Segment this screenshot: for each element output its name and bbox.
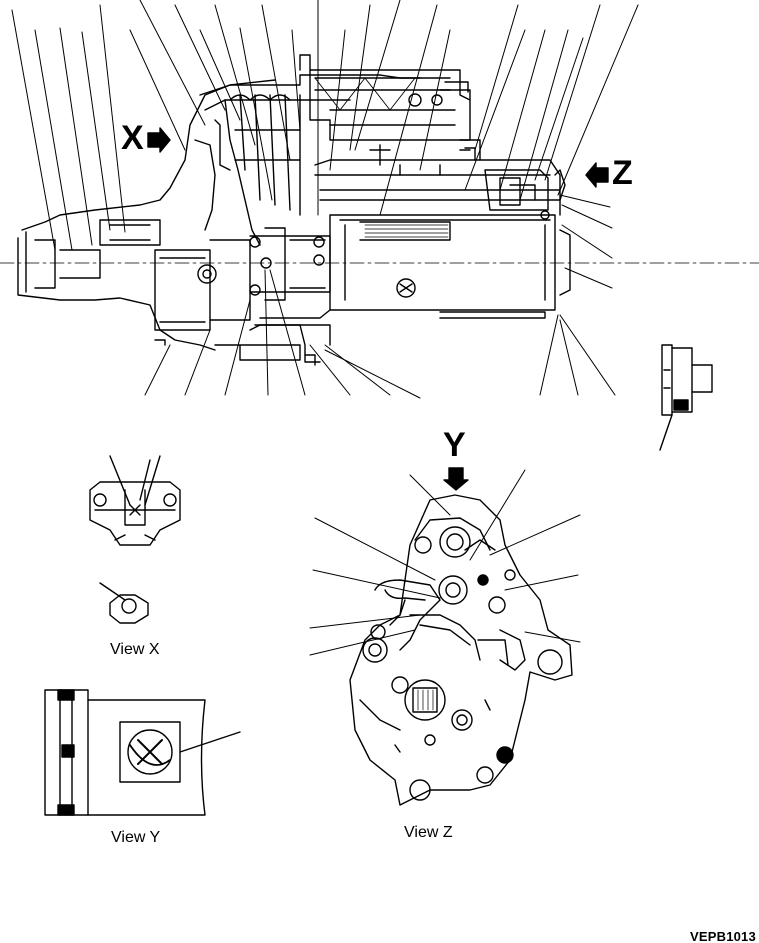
view-x-drawing	[89, 455, 181, 624]
view-y-caption: View Y	[111, 829, 161, 846]
top-leader-lines	[11, 0, 639, 251]
view-y-drawing	[44, 689, 241, 816]
y-arrow-label: Y	[443, 426, 466, 464]
drawing-code: VEPB1013	[690, 929, 756, 943]
z-direction-arrow	[585, 162, 609, 188]
view-z-drawing	[309, 469, 581, 806]
z-arrow-label: Z	[612, 154, 633, 192]
view-x-caption: View X	[110, 641, 160, 658]
starter-motor-side-view	[0, 54, 759, 366]
y-direction-arrow	[443, 467, 469, 491]
view-z-caption: View Z	[404, 824, 453, 841]
terminal-connector-detail	[659, 344, 713, 451]
x-direction-arrow	[147, 127, 171, 153]
x-arrow-label: X	[121, 119, 144, 157]
bottom-leader-lines	[144, 194, 616, 399]
